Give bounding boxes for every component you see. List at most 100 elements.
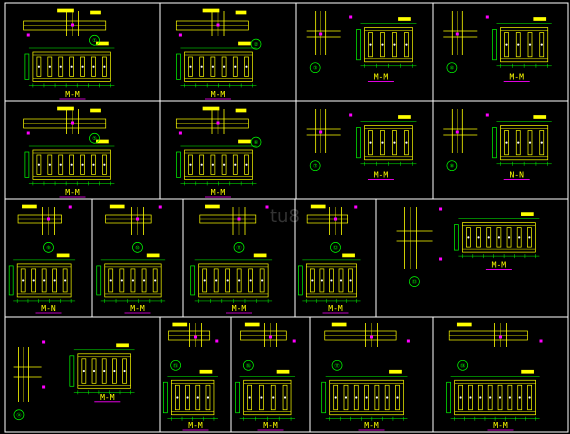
section-caption: M-M [328,304,343,313]
bolt [261,279,264,282]
weld-dot [216,121,220,125]
stiffener [392,32,397,58]
stiffener [527,227,532,248]
detail-marker-circle [243,359,254,371]
stiffener [58,56,64,77]
stiffener [69,56,75,77]
weld-dot [265,205,269,209]
stiffener [309,268,315,293]
stiffener [225,268,231,293]
connection-plate [364,27,413,63]
stiffener [404,130,409,156]
stiffener [213,268,219,293]
connection-plate [184,51,253,82]
weld-dot [349,15,353,19]
bolt [311,279,314,282]
stiffener [202,268,208,293]
bolt [381,141,384,144]
bolt [206,396,210,399]
stiffener [199,56,205,77]
side-dimension [69,355,75,387]
bolt [103,369,106,373]
weld-dot [319,32,323,36]
section-label-strip [398,17,411,21]
stiffener [504,130,509,156]
section-caption: M-M [364,421,379,430]
bolt [113,369,116,373]
stiffener [248,268,253,293]
side-dimension [446,381,451,414]
stiffener [487,384,493,411]
section-label-strip [521,212,534,216]
bolt [330,279,333,282]
section-label-strip [238,41,251,46]
label-strip [57,106,74,111]
detail-marker-label: ⑨ [46,245,51,251]
bolt [70,163,73,166]
stiffener [141,268,147,293]
bolt [123,369,126,373]
bolt [498,396,502,399]
section-label-strip [342,253,355,258]
bolt [393,43,396,46]
detail-marker-label: ⑥ [254,140,259,146]
weld-dot [349,113,353,117]
stiffener [58,154,64,175]
stiffener [236,268,242,293]
detail-cell: ⑬M-M [396,207,540,287]
connection-plate [329,379,404,416]
section-caption: M-M [188,421,203,430]
bolt [82,369,85,373]
bolt [238,279,241,282]
bolt [196,396,199,399]
bolt [81,65,84,68]
bolt [48,163,51,166]
stiffener [515,32,521,58]
section-label-strip [238,139,251,144]
weld-dot [292,339,296,343]
bolt [154,279,157,282]
weld-dot [455,32,459,36]
detail-marker-label: ④ [450,66,455,72]
bolt [497,236,500,239]
connection-plate [104,263,162,298]
stiffener [244,154,249,175]
section-label-strip [533,115,547,119]
bolt [59,65,62,68]
connection-plate [198,263,269,298]
stiffener [52,268,57,293]
stiffener [259,268,265,293]
section-caption: M-M [509,72,524,81]
detail-marker-label: ⑱ [460,362,465,369]
detail-marker-circle [446,160,458,172]
bolt [249,279,252,282]
connection-plate [462,222,536,253]
bolt [131,279,135,282]
stiffener [527,32,533,58]
detail-cell: ⑧N-N [443,109,552,180]
detail-marker-circle [132,242,143,253]
bolt [505,141,508,144]
stiffener [210,56,216,77]
bolt [103,163,106,166]
stiffener [31,268,37,293]
weld-dot [178,131,182,135]
label-strip [109,204,125,209]
bolt [386,396,389,399]
side-dimension [8,265,14,296]
section-caption: M-N [41,304,56,313]
label-strip [331,322,347,327]
detail-marker-label: ⑯ [246,362,251,369]
detail-marker-label: ⑤ [92,136,97,142]
section-label-strip [521,369,534,374]
bolt [334,396,337,399]
stiffener [338,268,344,293]
stiffener [476,227,481,248]
bolt [142,279,146,282]
stiffener [101,358,107,384]
stiffener [282,384,288,411]
stiffener [517,384,523,411]
detail-marker-label: ⑧ [450,164,455,170]
bolt [381,43,384,46]
bolt [508,396,511,399]
